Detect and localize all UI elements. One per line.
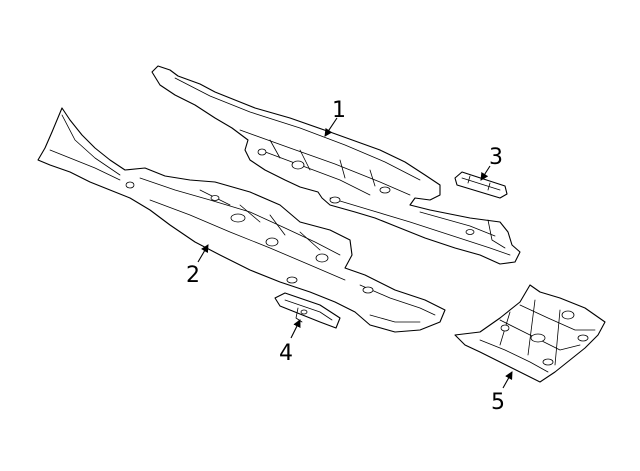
- leader-3: [480, 165, 491, 181]
- leader-5: [502, 371, 513, 389]
- callout-4: 4: [279, 341, 293, 366]
- callout-3: 3: [489, 145, 503, 170]
- callout-2: 2: [186, 263, 200, 288]
- part-3-bracket: [454, 171, 508, 199]
- part-4-reinforcement: [274, 292, 341, 329]
- callout-5: 5: [491, 390, 505, 415]
- part-5-rear-floor: [454, 284, 606, 383]
- leader-4: [290, 319, 301, 339]
- part-1-side-rail: [151, 65, 521, 265]
- leader-2: [197, 244, 209, 263]
- leader-1: [324, 117, 338, 137]
- part-2-floor-pan: [37, 107, 446, 333]
- callout-1: 1: [332, 98, 346, 123]
